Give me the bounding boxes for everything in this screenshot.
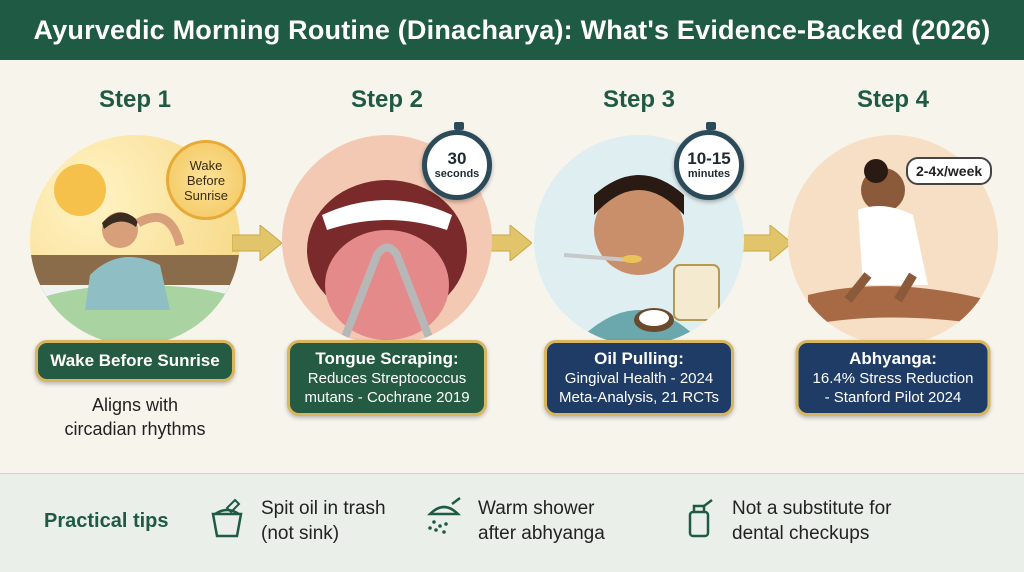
step-2: Step 2 30 seconds Tongue Scraping: Reduc… xyxy=(272,60,502,460)
timer-unit: seconds xyxy=(434,168,480,180)
trash-bin-icon xyxy=(211,498,243,538)
tip-item: Not a substitute for dental checkups xyxy=(676,496,891,546)
arrow-right-icon xyxy=(232,225,282,261)
badge-title: Abhyanga: xyxy=(849,349,937,368)
step-3: Step 3 10-15 minutes Oil Pulling: Gingiv… xyxy=(524,60,754,460)
tip-line: Spit oil in trash xyxy=(261,498,386,519)
timer-value: 10-15 xyxy=(687,149,731,168)
tip-line: dental checkups xyxy=(732,523,870,544)
step-4: Step 4 2-4x/week Abhyanga: 16.4% Stress … xyxy=(778,60,1008,460)
tip-text: Warm shower after abhyanga xyxy=(478,496,605,546)
step-3-badge: Oil Pulling: Gingival Health - 2024 Meta… xyxy=(544,340,734,416)
badge-sub: Reduces Streptococcus xyxy=(307,370,467,387)
step-label: Step 2 xyxy=(350,86,424,113)
sun-badge-line: Sunrise xyxy=(183,187,229,203)
step-1-caption: Aligns with circadian rhythms xyxy=(20,393,250,441)
badge-title: Wake Before Sunrise xyxy=(50,351,220,370)
caption-line: circadian rhythms xyxy=(64,419,206,439)
tip-item: Spit oil in trash (not sink) xyxy=(205,496,386,546)
shower-icon xyxy=(426,497,462,534)
arrow-right-icon xyxy=(742,225,792,261)
step-4-badge: Abhyanga: 16.4% Stress Reduction - Stanf… xyxy=(795,340,991,416)
step-label: Step 4 xyxy=(856,86,930,113)
timer-unit: minutes xyxy=(687,168,731,180)
step-2-badge: Tongue Scraping: Reduces Streptococcus m… xyxy=(287,340,487,416)
badge-sub: Gingival Health - 2024 xyxy=(564,370,714,387)
wake-before-sunrise-sun-icon: Wake Before Sunrise xyxy=(166,140,246,220)
timer-icon: 30 seconds xyxy=(422,122,492,200)
page-title: Ayurvedic Morning Routine (Dinacharya): … xyxy=(0,0,1024,60)
sun-badge-line: Before xyxy=(186,172,226,188)
tip-line: Not a substitute for xyxy=(732,498,892,519)
tip-text: Spit oil in trash (not sink) xyxy=(261,496,386,546)
timer-value: 30 xyxy=(447,149,467,168)
bottle-icon xyxy=(688,499,713,538)
tip-line: after abhyanga xyxy=(478,523,605,544)
badge-title: Tongue Scraping: xyxy=(315,349,459,368)
tip-item: Warm shower after abhyanga xyxy=(422,496,605,546)
practical-tips-section: Practical tips Spit oil in trash (not si… xyxy=(0,473,1024,572)
step-1-badge: Wake Before Sunrise xyxy=(35,340,235,382)
timer-icon: 10-15 minutes xyxy=(674,122,744,200)
frequency-badge: 2-4x/week xyxy=(906,157,993,185)
sun-badge-line: Wake xyxy=(189,157,223,173)
abhyanga-illustration xyxy=(788,135,998,345)
tip-text: Not a substitute for dental checkups xyxy=(732,496,891,546)
tips-label: Practical tips xyxy=(44,510,169,532)
step-label: Step 3 xyxy=(602,86,676,113)
step-1: Step 1 Wake Before Sunrise Wake Before S… xyxy=(20,60,250,460)
tongue-scraping-illustration xyxy=(282,135,492,345)
tip-line: Warm shower xyxy=(478,498,595,519)
caption-line: Aligns with xyxy=(91,395,179,415)
step-label: Step 1 xyxy=(98,86,172,113)
badge-title: Oil Pulling: xyxy=(594,349,684,368)
tip-line: (not sink) xyxy=(261,523,340,544)
badge-sub: 16.4% Stress Reduction xyxy=(812,370,974,387)
badge-sub: Meta-Analysis, 21 RCTs xyxy=(558,389,720,406)
badge-sub: - Stanford Pilot 2024 xyxy=(824,389,962,406)
badge-sub: mutans - Cochrane 2019 xyxy=(304,389,470,406)
